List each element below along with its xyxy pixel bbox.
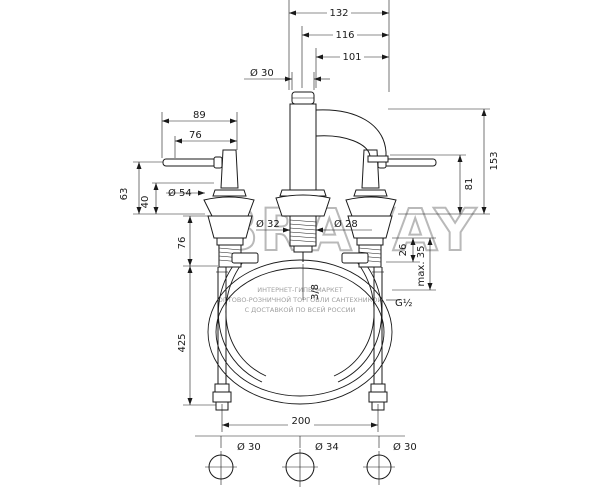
dim-425: 425	[177, 333, 188, 352]
dim-bottom-diameter-30-left: Ø 30	[237, 441, 261, 453]
left-handle-valve	[162, 149, 259, 411]
dim-76-vertical: 76	[177, 237, 188, 250]
center-dimensions: Ø 32 Ø 28 3/8 200	[221, 218, 379, 432]
dim-89: 89	[193, 110, 206, 121]
dim-thread-g-half: G½	[395, 297, 413, 309]
dim-diameter-30-cap: Ø 30	[250, 67, 274, 79]
dim-26: 26	[398, 244, 409, 257]
dim-101: 101	[342, 52, 361, 63]
watermark-line-3: С ДОСТАВКОЙ ПО ВСЕЙ РОССИИ	[245, 305, 356, 314]
dim-max-35: max. 35	[416, 246, 427, 287]
dim-116: 116	[335, 30, 354, 41]
dim-200: 200	[291, 416, 310, 427]
dim-81: 81	[464, 178, 475, 191]
dim-bottom-diameter-30-right: Ø 30	[393, 441, 417, 453]
bottom-hole-pattern: Ø 30 Ø 34 Ø 30	[195, 435, 417, 487]
left-dimensions: 89 76 63 40 Ø 54 76 425	[119, 110, 238, 406]
dim-153: 153	[489, 151, 500, 170]
dim-diameter-28: Ø 28	[334, 218, 358, 230]
dim-diameter-54: Ø 54	[168, 187, 192, 199]
dim-63: 63	[119, 188, 130, 201]
watermark-line-2: ОПТОВО-РОЗНИЧНОЙ ТОРГОВЛИ САНТЕХНИКОЙ	[218, 295, 383, 304]
dim-thread-3-8: 3/8	[310, 284, 321, 300]
dim-bottom-diameter-34: Ø 34	[315, 441, 339, 453]
top-dimensions: 132 116 101 Ø 30	[244, 0, 390, 92]
dim-40: 40	[140, 196, 151, 209]
right-dimensions: 153 81 26 max. 35 G½	[386, 108, 500, 309]
dim-76: 76	[189, 130, 202, 141]
hose-loops	[207, 259, 393, 405]
dim-132: 132	[329, 8, 348, 19]
right-handle-valve	[341, 149, 437, 411]
dim-diameter-32: Ø 32	[256, 218, 280, 230]
central-spout	[275, 91, 389, 262]
watermark-line-1: ИНТЕРНЕТ-ГИПЕРМАРКЕТ	[257, 286, 342, 294]
